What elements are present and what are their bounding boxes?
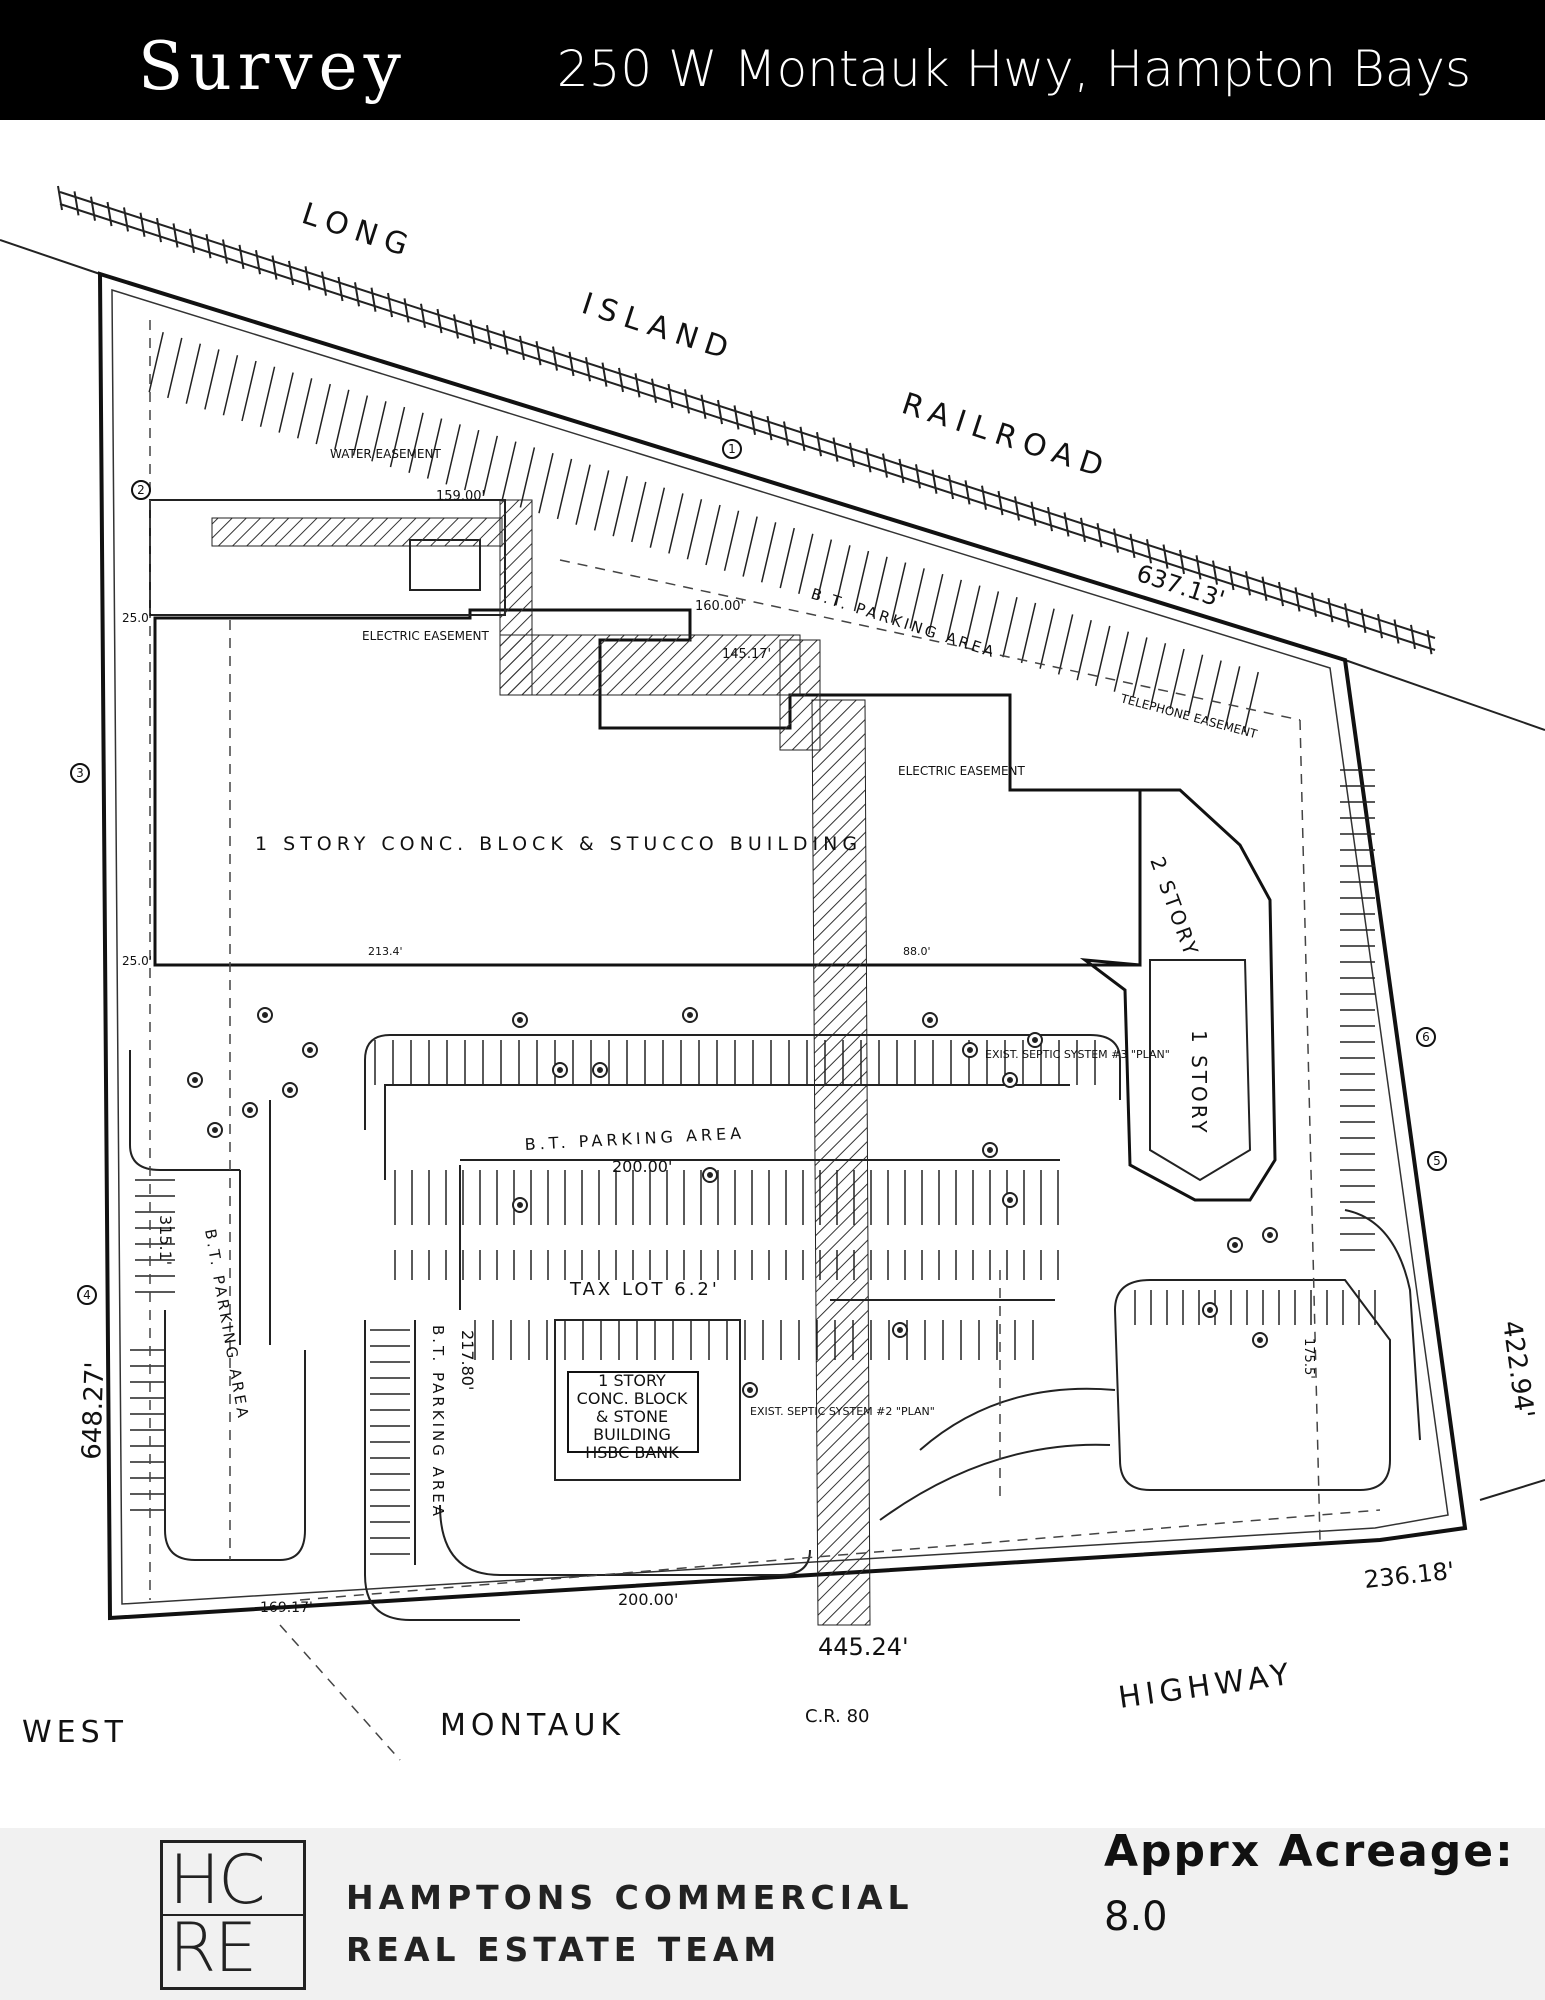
- ref-5: 5: [1433, 1154, 1441, 1168]
- bank-building-label: 1 STORY CONC. BLOCK & STONE BUILDING HSB…: [577, 1371, 688, 1462]
- team-name: HAMPTONS COMMERCIAL REAL ESTATE TEAM: [346, 1872, 914, 1976]
- circled-references: [70, 439, 1447, 1305]
- label-one-story-east: 1 STORY: [1187, 1030, 1211, 1136]
- label-parking-south: B.T. PARKING AREA: [429, 1325, 447, 1519]
- dim-160: 160.00': [695, 599, 744, 614]
- parcel-boundary: [97, 271, 1468, 1621]
- survey-drawing: LONG ISLAND RAILROAD WEST MONTAUK C.R. 8…: [0, 185, 1545, 1761]
- logo-text-bottom: RE: [169, 1909, 257, 1988]
- acreage-value: 8.0: [1104, 1894, 1168, 1940]
- bank-line-2: CONC. BLOCK: [577, 1389, 688, 1408]
- page-title: Survey: [138, 28, 407, 105]
- label-montauk: MONTAUK: [440, 1708, 625, 1743]
- label-electric-easement-west: ELECTRIC EASEMENT: [362, 629, 490, 643]
- dim-200-center: 200.00': [612, 1157, 672, 1176]
- label-main-building: 1 STORY CONC. BLOCK & STUCCO BUILDING: [255, 833, 862, 855]
- label-septic-2: EXIST. SEPTIC SYSTEM #2 "PLAN": [750, 1405, 935, 1418]
- label-county-road: C.R. 80: [805, 1706, 870, 1727]
- label-telephone-easement: TELEPHONE EASEMENT: [1118, 691, 1259, 741]
- parking-stall-stripes: [130, 769, 1376, 1555]
- label-highway: HIGHWAY: [1116, 1657, 1296, 1716]
- dim-159: 159.00': [436, 489, 485, 504]
- dim-175: 175.5': [1301, 1338, 1316, 1379]
- east-building-outline: [1079, 788, 1277, 1202]
- dim-145: 145.17': [722, 647, 771, 662]
- bank-line-4: BUILDING: [593, 1425, 671, 1444]
- dim-east: 422.94': [1496, 1319, 1539, 1420]
- dim-200-south: 200.00': [618, 1590, 678, 1609]
- dim-88: 88.0': [903, 945, 931, 958]
- label-island: ISLAND: [578, 286, 740, 369]
- ref-1: 1: [728, 442, 736, 456]
- ref-6: 6: [1422, 1030, 1430, 1044]
- label-parking-center: B.T. PARKING AREA: [524, 1123, 745, 1154]
- dim-315: 315.1': [156, 1215, 175, 1265]
- hcre-logo: HC RE: [160, 1840, 306, 1990]
- railroad-track: [57, 185, 1436, 655]
- label-long: LONG: [298, 196, 420, 265]
- parking-islands: [129, 1034, 1421, 1621]
- north-parking-stripes: [148, 332, 1259, 733]
- ref-2: 2: [137, 483, 145, 497]
- label-water-easement: WATER EASEMENT: [330, 447, 441, 461]
- label-west: WEST: [22, 1715, 128, 1750]
- dim-25b: 25.0': [122, 954, 152, 968]
- label-electric-easement-center: ELECTRIC EASEMENT: [898, 764, 1026, 778]
- center-easement-hatch: [811, 699, 871, 1626]
- label-septic-3: EXIST. SEPTIC SYSTEM #3 "PLAN": [985, 1048, 1170, 1061]
- header-bar: Survey 250 W Montauk Hwy, Hampton Bays: [0, 0, 1545, 120]
- electric-easement-hatch: [499, 634, 801, 696]
- bank-line-1: 1 STORY: [598, 1371, 666, 1390]
- team-line-2: REAL ESTATE TEAM: [346, 1930, 782, 1969]
- label-tax-lot: TAX LOT 6.2': [569, 1279, 720, 1300]
- label-railroad: RAILROAD: [898, 386, 1115, 486]
- dim-south-east: 236.18': [1363, 1557, 1456, 1594]
- dim-213: 213.4': [368, 945, 403, 958]
- label-parking-west: B.T. PARKING AREA: [201, 1228, 252, 1422]
- ref-3: 3: [76, 766, 84, 780]
- team-line-1: HAMPTONS COMMERCIAL: [346, 1878, 914, 1917]
- dim-25a: 25.0': [122, 611, 152, 625]
- label-two-story: 2 STORY: [1145, 854, 1204, 961]
- logo-text-top: HC: [169, 1841, 266, 1920]
- property-address: 250 W Montauk Hwy, Hampton Bays: [556, 40, 1471, 98]
- ref-4: 4: [83, 1288, 91, 1302]
- dim-217: 217.80': [458, 1330, 477, 1390]
- dim-west: 648.27': [77, 1361, 110, 1460]
- light-poles: [187, 1007, 1278, 1398]
- bank-line-3: & STONE: [596, 1407, 668, 1426]
- dim-south-main: 445.24': [818, 1633, 909, 1661]
- water-easement-hatch: [211, 517, 503, 547]
- acreage-label: Apprx Acreage:: [1104, 1826, 1515, 1877]
- dim-169: 169.17': [260, 1600, 313, 1616]
- utility-lines: [149, 320, 1381, 1761]
- logo-divider: [163, 1914, 303, 1916]
